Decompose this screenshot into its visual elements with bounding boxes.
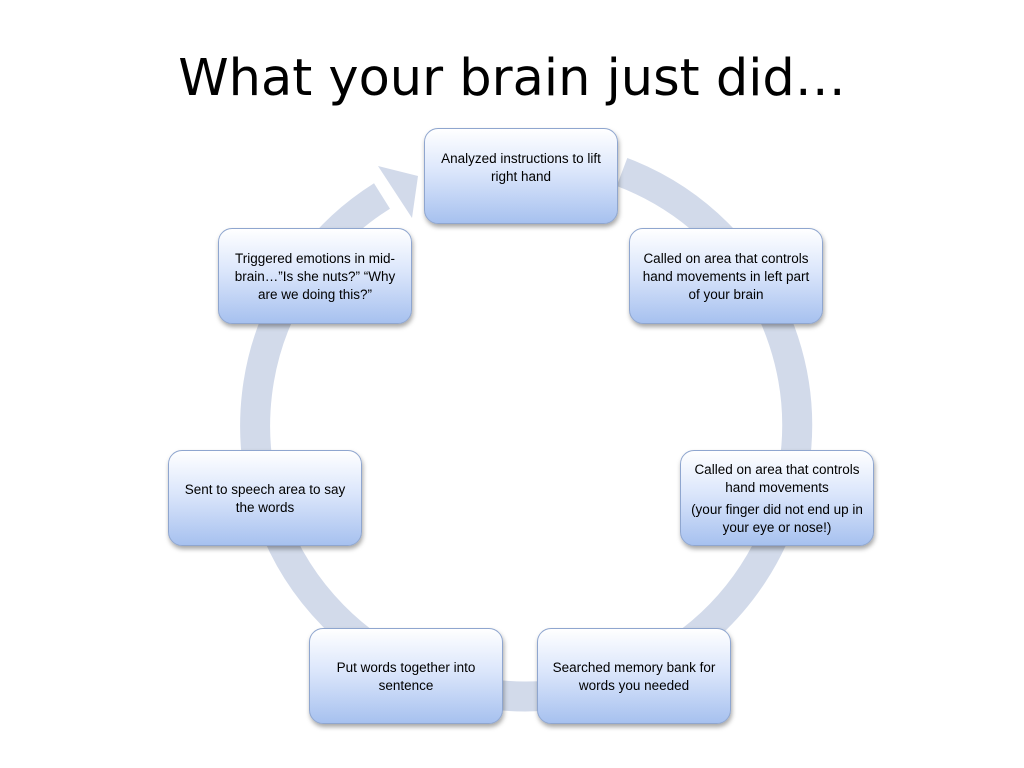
step-note: (your finger did not end up in your eye … bbox=[691, 502, 863, 535]
step-put-words-together: Put words together into sentence bbox=[309, 628, 503, 724]
slide-title: What your brain just did… bbox=[178, 49, 846, 108]
step-sent-to-speech-area: Sent to speech area to say the words bbox=[168, 450, 362, 546]
step-text: Called on area that controls hand moveme… bbox=[642, 251, 810, 302]
step-text: Triggered emotions in mid-brain…”Is she … bbox=[234, 251, 396, 302]
step-called-hand-area-left-brain: Called on area that controls hand moveme… bbox=[629, 228, 823, 324]
cycle-arrowhead bbox=[378, 166, 418, 218]
step-text: Sent to speech area to say the words bbox=[184, 482, 346, 515]
step-text: Called on area that controls hand moveme… bbox=[694, 462, 860, 495]
step-triggered-emotions: Triggered emotions in mid-brain…”Is she … bbox=[218, 228, 412, 324]
step-analyzed-instructions: Analyzed instructions to lift right hand bbox=[424, 128, 618, 224]
step-text: Put words together into sentence bbox=[336, 660, 476, 693]
step-text: Searched memory bank for words you neede… bbox=[552, 660, 716, 693]
step-text: Analyzed instructions to lift right hand bbox=[441, 151, 601, 184]
step-called-hand-area-finger: Called on area that controls hand moveme… bbox=[680, 450, 874, 546]
step-searched-memory-bank: Searched memory bank for words you neede… bbox=[537, 628, 731, 724]
